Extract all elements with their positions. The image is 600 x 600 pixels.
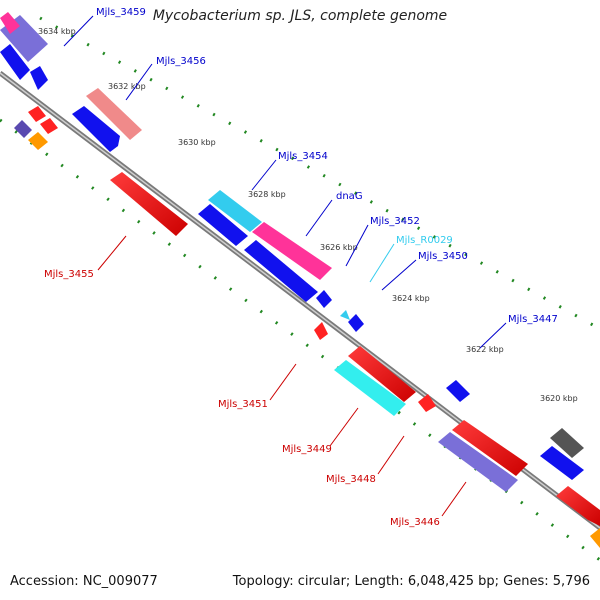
gene-label-mjls-3454[interactable]: Mjls_3454 (278, 151, 328, 162)
gene-label-mjls-3459[interactable]: Mjls_3459 (96, 7, 146, 18)
gene-block-red-3446[interactable] (452, 420, 528, 476)
gene-features (0, 12, 600, 548)
gene-label-mjls-3448[interactable]: Mjls_3448 (326, 474, 376, 485)
separator: ; (345, 574, 351, 589)
label-leader-lines (63, 15, 507, 517)
gene-block-mjls-3446[interactable] (438, 432, 518, 492)
gene-label-mjls-3447[interactable]: Mjls_3447 (508, 314, 558, 325)
tick-label: 3624 kbp (392, 294, 430, 303)
gene-label-mjls-3455[interactable]: Mjls_3455 (44, 269, 94, 280)
gene-block-dnaG[interactable] (252, 222, 332, 280)
gene-label-mjls-3446[interactable]: Mjls_3446 (390, 517, 440, 528)
genes-value: 5,796 (552, 574, 590, 589)
gene-label-mjls-3452[interactable]: Mjls_3452 (370, 216, 420, 227)
tick-label: 3630 kbp (178, 138, 216, 147)
tick-label: 3626 kbp (320, 243, 358, 252)
gene-label-mjls-3450[interactable]: Mjls_3450 (418, 251, 468, 262)
gene-block-blue-right[interactable] (540, 446, 584, 480)
gene-block-orange-right[interactable] (590, 528, 600, 548)
gene-block-small-red-3[interactable] (418, 394, 436, 412)
gene-block-mjls-r0029[interactable] (340, 310, 350, 320)
genome-summary: Topology: circular; Length: 6,048,425 bp… (233, 574, 590, 589)
accession-label: Accession: (10, 574, 79, 589)
gene-block-blue-3456[interactable] (72, 106, 120, 152)
gene-block-mjls-3455[interactable] (110, 172, 188, 236)
gene-block-mjls-3454[interactable] (208, 190, 262, 232)
tick-ring-inner (0, 118, 600, 562)
gene-block-mjls-3456[interactable] (86, 88, 142, 140)
tick-label: 3622 kbp (466, 345, 504, 354)
gene-labels: Mjls_3459 Mjls_3456 Mjls_3454 dnaG Mjls_… (44, 7, 558, 528)
gene-block-red-right[interactable] (556, 486, 600, 526)
gene-block-small-red-1[interactable] (28, 106, 46, 122)
kbp-ticks: 3634 kbp 3632 kbp 3630 kbp 3628 kbp 3626… (38, 27, 578, 403)
gene-label-mjls-3451[interactable]: Mjls_3451 (218, 399, 268, 410)
gene-block-small-blue-2[interactable] (348, 314, 364, 332)
gene-block-blue-top[interactable] (0, 44, 30, 80)
separator: ; (494, 574, 500, 589)
gene-block-small-purple[interactable] (14, 120, 32, 138)
gene-block-small-red-2[interactable] (40, 118, 58, 134)
gene-label-dnaG[interactable]: dnaG (336, 191, 363, 202)
gene-block-grey[interactable] (550, 428, 584, 458)
length-label: Length: (354, 574, 404, 589)
topology-label: Topology: (232, 574, 294, 589)
accession-info: Accession: NC_009077 (10, 574, 158, 589)
gene-block-mjls-3449[interactable] (334, 360, 406, 416)
tick-label: 3632 kbp (108, 82, 146, 91)
page-title: Mycobacterium sp. JLS, complete genome (152, 8, 448, 24)
genes-label: Genes: (503, 574, 549, 589)
tick-label: 3620 kbp (540, 394, 578, 403)
accession-value: NC_009077 (82, 574, 158, 589)
tick-label: 3628 kbp (248, 190, 286, 199)
gene-label-mjls-r0029[interactable]: Mjls_R0029 (396, 235, 453, 246)
gene-label-mjls-3456[interactable]: Mjls_3456 (156, 56, 206, 67)
gene-block-blue-3454-low[interactable] (198, 204, 248, 246)
gene-block-mjls-3447[interactable] (446, 380, 470, 402)
topology-value: circular (297, 574, 346, 589)
length-value: 6,048,425 bp (407, 574, 495, 589)
gene-block-blue-3452[interactable] (244, 240, 318, 302)
gene-block-mjls-3451[interactable] (314, 322, 328, 340)
gene-block-small-blue-1[interactable] (30, 66, 48, 90)
gene-block-small-blue-3450[interactable] (316, 290, 332, 308)
gene-label-mjls-3449[interactable]: Mjls_3449 (282, 444, 332, 455)
tick-label: 3634 kbp (38, 27, 76, 36)
gene-block-mjls-3448[interactable] (348, 346, 416, 402)
gene-block-pink-top[interactable] (0, 12, 20, 34)
gene-block-small-orange[interactable] (28, 132, 48, 150)
